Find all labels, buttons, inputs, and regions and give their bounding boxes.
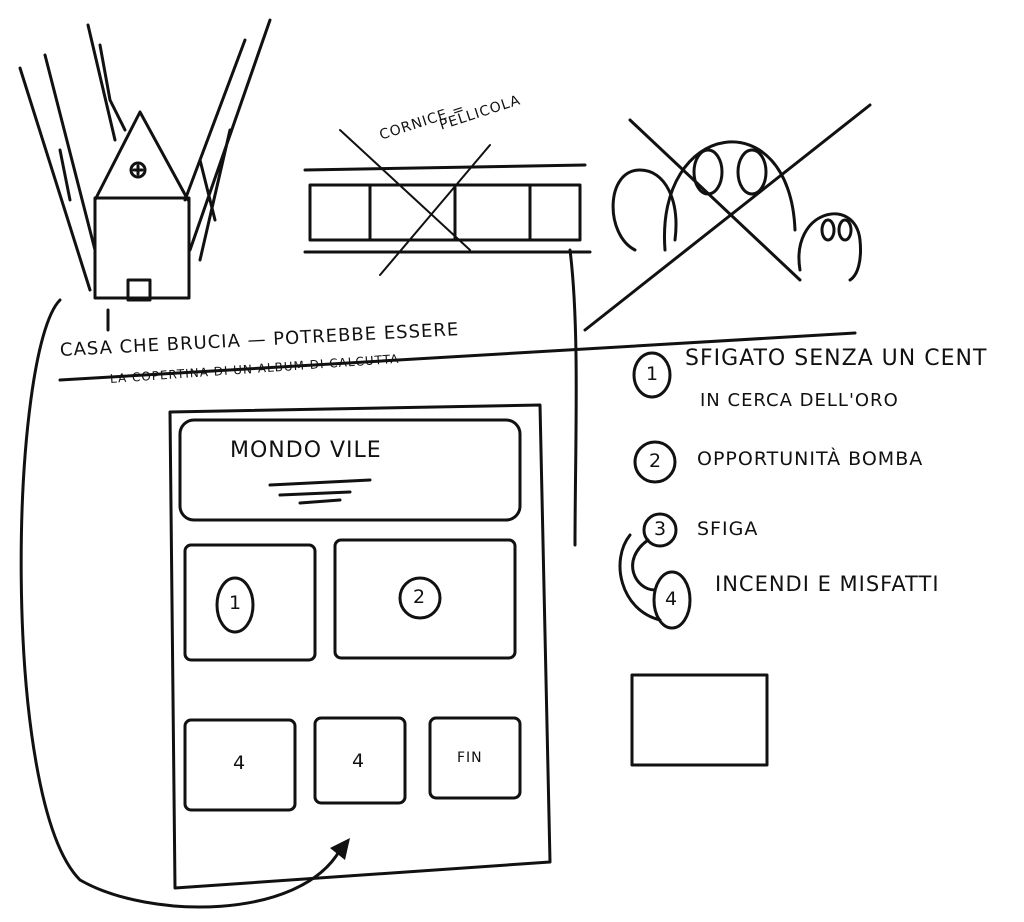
divider-line — [58, 331, 857, 382]
story-item-4: INCENDI E MISFATTI — [715, 572, 940, 596]
panel-label-2: 2 — [413, 586, 427, 608]
story-item-3: SFIGA — [697, 518, 759, 540]
story-item-1: SFIGATO SENZA UN CENT — [685, 346, 988, 371]
panel-label-4: 4 — [352, 750, 366, 772]
story-number-3: 3 — [654, 518, 668, 540]
story-number-2: 2 — [649, 450, 663, 472]
story-number-4: 4 — [665, 588, 679, 610]
title-box-label: MONDO VILE — [230, 438, 382, 463]
story-item-2: OPPORTUNITÀ BOMBA — [697, 448, 924, 470]
list-markers — [618, 351, 692, 630]
connector-line — [19, 298, 342, 909]
panel-label-fin: FIN — [457, 750, 483, 766]
panel-label-3: 4 — [233, 752, 247, 774]
burning-house-drawing — [18, 18, 272, 332]
story-number-1: 1 — [646, 363, 660, 385]
story-item-1-line2: IN CERCA DELL'ORO — [700, 390, 899, 411]
film-strip-drawing — [303, 129, 592, 547]
ghosts-drawing — [583, 103, 872, 332]
empty-box — [630, 673, 769, 767]
page-layout-drawing — [168, 403, 552, 890]
panel-label-1: 1 — [229, 592, 243, 614]
